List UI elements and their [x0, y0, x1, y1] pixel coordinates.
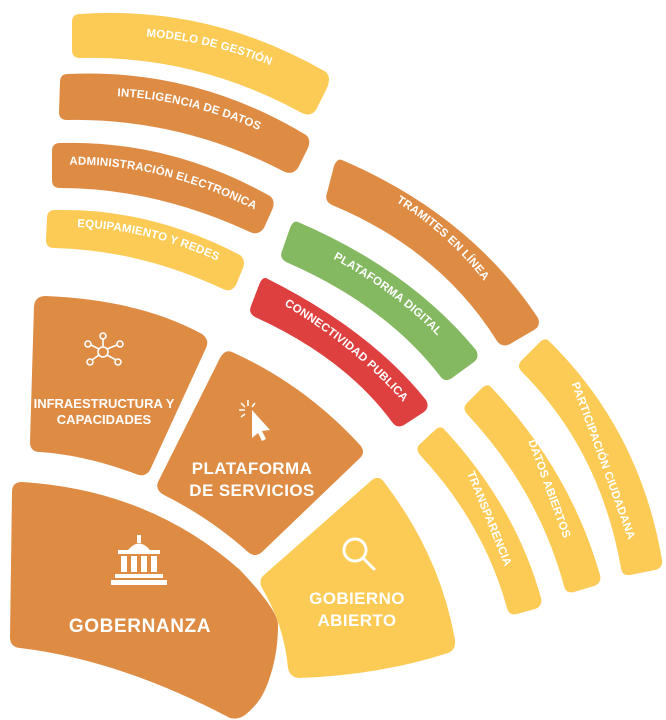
network-icon [84, 332, 124, 366]
cursor-click-icon [239, 400, 270, 441]
block-label-line2: DE SERVICIOS [189, 481, 314, 500]
block-gobierno-abierto: GOBIERNO ABIERTO [260, 477, 456, 678]
band-shape [250, 277, 428, 427]
government-building-icon [111, 535, 167, 585]
band-shape [464, 385, 601, 593]
block-shape [260, 477, 456, 678]
band-shape [59, 73, 310, 173]
block-plataforma-de-servicios: PLATAFORMA DE SERVICIOS [157, 351, 363, 555]
band-shape [72, 12, 329, 115]
block-shape [157, 351, 363, 555]
block-shape [30, 296, 208, 476]
block-label-line1: PLATAFORMA [192, 459, 312, 478]
band-shape [326, 159, 539, 346]
band-shape [519, 339, 663, 576]
block-label-line2: ABIERTO [318, 611, 397, 630]
magnifier-icon [342, 537, 376, 571]
band-shape [52, 142, 274, 234]
block-label-line1: INFRAESTRUCTURA Y [34, 396, 175, 411]
band-shape [281, 221, 478, 381]
block-gobernanza: GOBERNANZA [10, 482, 278, 719]
block-shape [10, 482, 278, 719]
block-infraestructura-y-capacidades: INFRAESTRUCTURA Y CAPACIDADES [30, 296, 208, 476]
block-label-line2: CAPACIDADES [57, 412, 152, 427]
band-shape [417, 427, 542, 615]
band-equipamiento-y-redes: EQUIPAMIENTO Y REDES [46, 209, 244, 291]
block-label: GOBERNANZA [69, 616, 211, 637]
band-shape [46, 209, 244, 291]
block-label-line1: GOBIERNO [309, 589, 405, 608]
